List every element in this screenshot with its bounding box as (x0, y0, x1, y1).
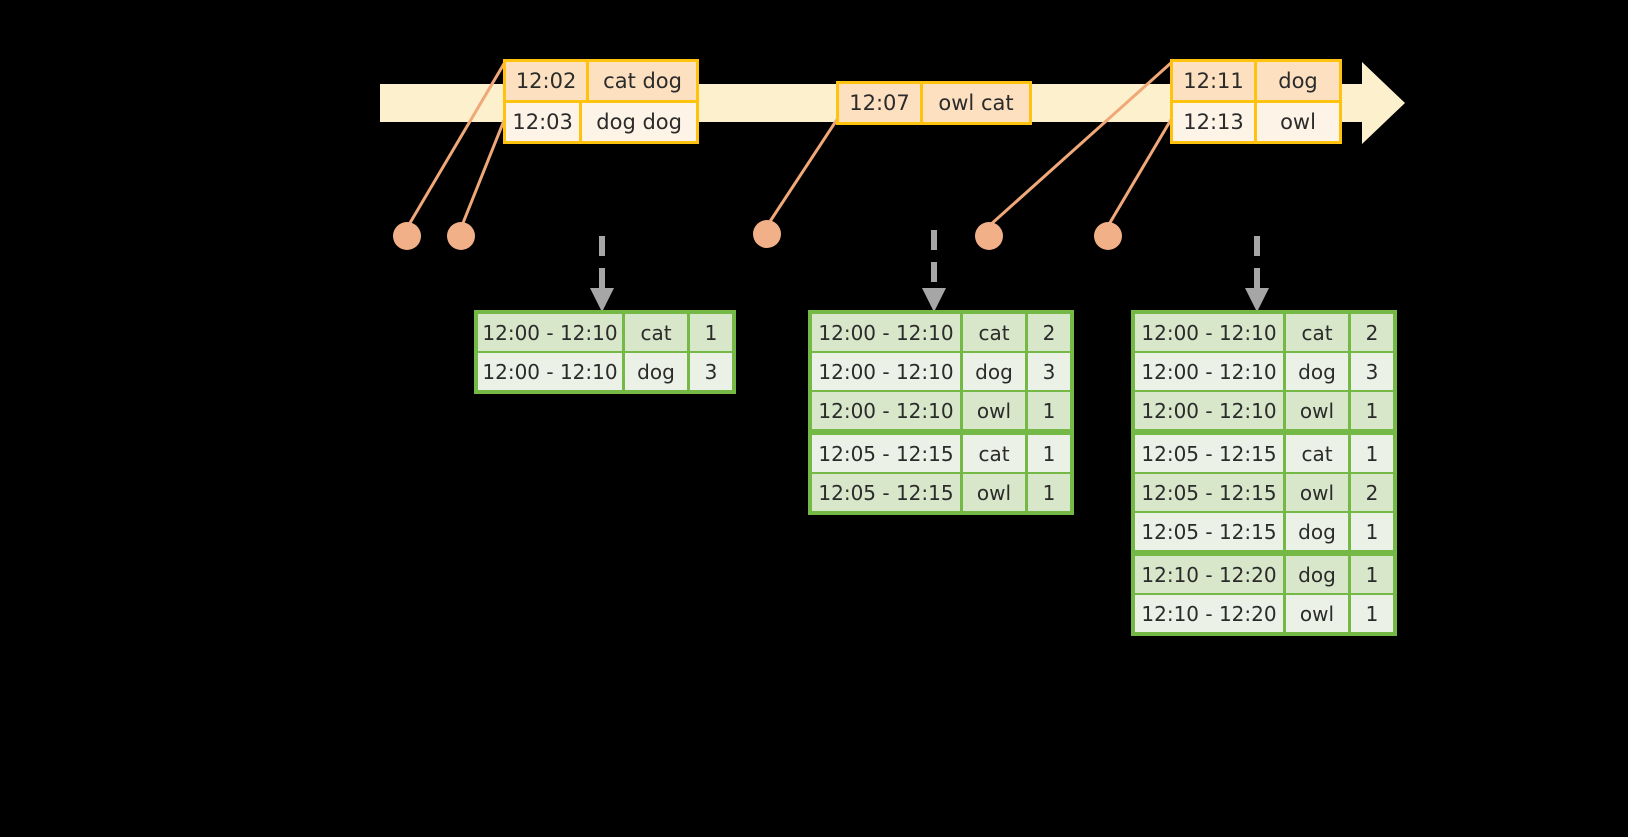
event-words: owl cat (923, 84, 1029, 122)
arrival-dot-5 (1094, 222, 1122, 250)
cell-count: 1 (1351, 556, 1393, 593)
cell-key: cat (963, 435, 1025, 472)
event-words: dog dog (582, 103, 696, 141)
table-row[interactable]: 12:05 - 12:15 owl 1 (812, 474, 1070, 511)
cell-count: 1 (1351, 595, 1393, 632)
emit-arrow-2 (922, 230, 946, 312)
cell-key: owl (963, 474, 1025, 511)
connector-2 (459, 117, 507, 229)
event-words: dog (1257, 62, 1339, 100)
cell-window: 12:05 - 12:15 (1135, 474, 1283, 511)
event-row[interactable]: 12:03 dog dog (506, 100, 696, 141)
cell-window: 12:00 - 12:10 (478, 353, 622, 390)
cell-window: 12:05 - 12:15 (812, 435, 960, 472)
table-row[interactable]: 12:05 - 12:15 owl 2 (1135, 474, 1393, 511)
cell-window: 12:10 - 12:20 (1135, 595, 1283, 632)
cell-window: 12:10 - 12:20 (1135, 556, 1283, 593)
emit-arrows (590, 230, 1269, 312)
cell-key: cat (1286, 435, 1348, 472)
cell-window: 12:00 - 12:10 (478, 314, 622, 351)
result-table-3[interactable]: 12:00 - 12:10 cat 2 12:00 - 12:10 dog 3 … (1131, 310, 1397, 636)
table-row[interactable]: 12:00 - 12:10 owl 1 (812, 392, 1070, 429)
cell-key: owl (963, 392, 1025, 429)
cell-count: 1 (1028, 392, 1070, 429)
cell-count: 2 (1028, 314, 1070, 351)
cell-count: 1 (1351, 435, 1393, 472)
cell-count: 1 (1351, 392, 1393, 429)
cell-window: 12:05 - 12:15 (812, 474, 960, 511)
cell-count: 2 (1351, 474, 1393, 511)
event-words: cat dog (589, 62, 696, 100)
cell-key: owl (1286, 392, 1348, 429)
cell-key: dog (1286, 353, 1348, 390)
cell-key: dog (1286, 556, 1348, 593)
connector-1 (405, 61, 507, 229)
event-time: 12:07 (839, 84, 923, 122)
arrival-dot-2 (447, 222, 475, 250)
table-row[interactable]: 12:00 - 12:10 cat 1 (478, 314, 732, 351)
event-group-3[interactable]: 12:11 dog 12:13 owl (1170, 59, 1342, 144)
table-row[interactable]: 12:00 - 12:10 cat 2 (1135, 314, 1393, 351)
arrival-dot-4 (975, 222, 1003, 250)
cell-key: dog (625, 353, 687, 390)
table-row[interactable]: 12:05 - 12:15 cat 1 (1135, 435, 1393, 472)
cell-key: dog (963, 353, 1025, 390)
table-row[interactable]: 12:05 - 12:15 cat 1 (812, 435, 1070, 472)
event-time: 12:02 (506, 62, 590, 100)
emit-arrow-1 (590, 236, 614, 312)
cell-count: 1 (690, 314, 732, 351)
table-row[interactable]: 12:00 - 12:10 dog 3 (478, 353, 732, 390)
cell-count: 1 (1028, 435, 1070, 472)
connector-5 (1106, 117, 1174, 227)
emit-arrow-3 (1245, 236, 1269, 312)
event-row[interactable]: 12:13 owl (1173, 100, 1339, 141)
result-table-1[interactable]: 12:00 - 12:10 cat 1 12:00 - 12:10 dog 3 (474, 310, 736, 394)
arrival-dot-1 (393, 222, 421, 250)
table-row[interactable]: 12:00 - 12:10 owl 1 (1135, 392, 1393, 429)
event-time: 12:11 (1173, 62, 1257, 100)
table-row[interactable]: 12:00 - 12:10 dog 3 (812, 353, 1070, 390)
result-table-2[interactable]: 12:00 - 12:10 cat 2 12:00 - 12:10 dog 3 … (808, 310, 1074, 515)
cell-window: 12:00 - 12:10 (812, 392, 960, 429)
cell-window: 12:00 - 12:10 (812, 314, 960, 351)
cell-count: 3 (1028, 353, 1070, 390)
cell-count: 1 (1351, 513, 1393, 550)
cell-window: 12:05 - 12:15 (1135, 513, 1283, 550)
event-row[interactable]: 12:07 owl cat (839, 84, 1029, 122)
cell-key: cat (625, 314, 687, 351)
table-row[interactable]: 12:05 - 12:15 dog 1 (1135, 513, 1393, 550)
cell-count: 3 (1351, 353, 1393, 390)
event-words: owl (1257, 103, 1339, 141)
event-row[interactable]: 12:02 cat dog (506, 62, 696, 100)
event-time: 12:03 (506, 103, 583, 141)
cell-key: cat (1286, 314, 1348, 351)
table-row[interactable]: 12:00 - 12:10 cat 2 (812, 314, 1070, 351)
cell-count: 3 (690, 353, 732, 390)
cell-key: cat (963, 314, 1025, 351)
cell-window: 12:00 - 12:10 (1135, 392, 1283, 429)
cell-key: dog (1286, 513, 1348, 550)
event-time: 12:13 (1173, 103, 1257, 141)
event-row[interactable]: 12:11 dog (1173, 62, 1339, 100)
event-group-2[interactable]: 12:07 owl cat (836, 81, 1032, 125)
arrival-dots (393, 220, 1122, 250)
cell-window: 12:00 - 12:10 (1135, 353, 1283, 390)
cell-count: 1 (1028, 474, 1070, 511)
cell-window: 12:05 - 12:15 (1135, 435, 1283, 472)
cell-window: 12:00 - 12:10 (1135, 314, 1283, 351)
arrival-dot-3 (753, 220, 781, 248)
connector-3 (765, 117, 840, 227)
table-row[interactable]: 12:00 - 12:10 dog 3 (1135, 353, 1393, 390)
table-row[interactable]: 12:10 - 12:20 dog 1 (1135, 556, 1393, 593)
cell-key: owl (1286, 474, 1348, 511)
cell-count: 2 (1351, 314, 1393, 351)
cell-key: owl (1286, 595, 1348, 632)
event-group-1[interactable]: 12:02 cat dog 12:03 dog dog (503, 59, 699, 144)
cell-window: 12:00 - 12:10 (812, 353, 960, 390)
table-row[interactable]: 12:10 - 12:20 owl 1 (1135, 595, 1393, 632)
